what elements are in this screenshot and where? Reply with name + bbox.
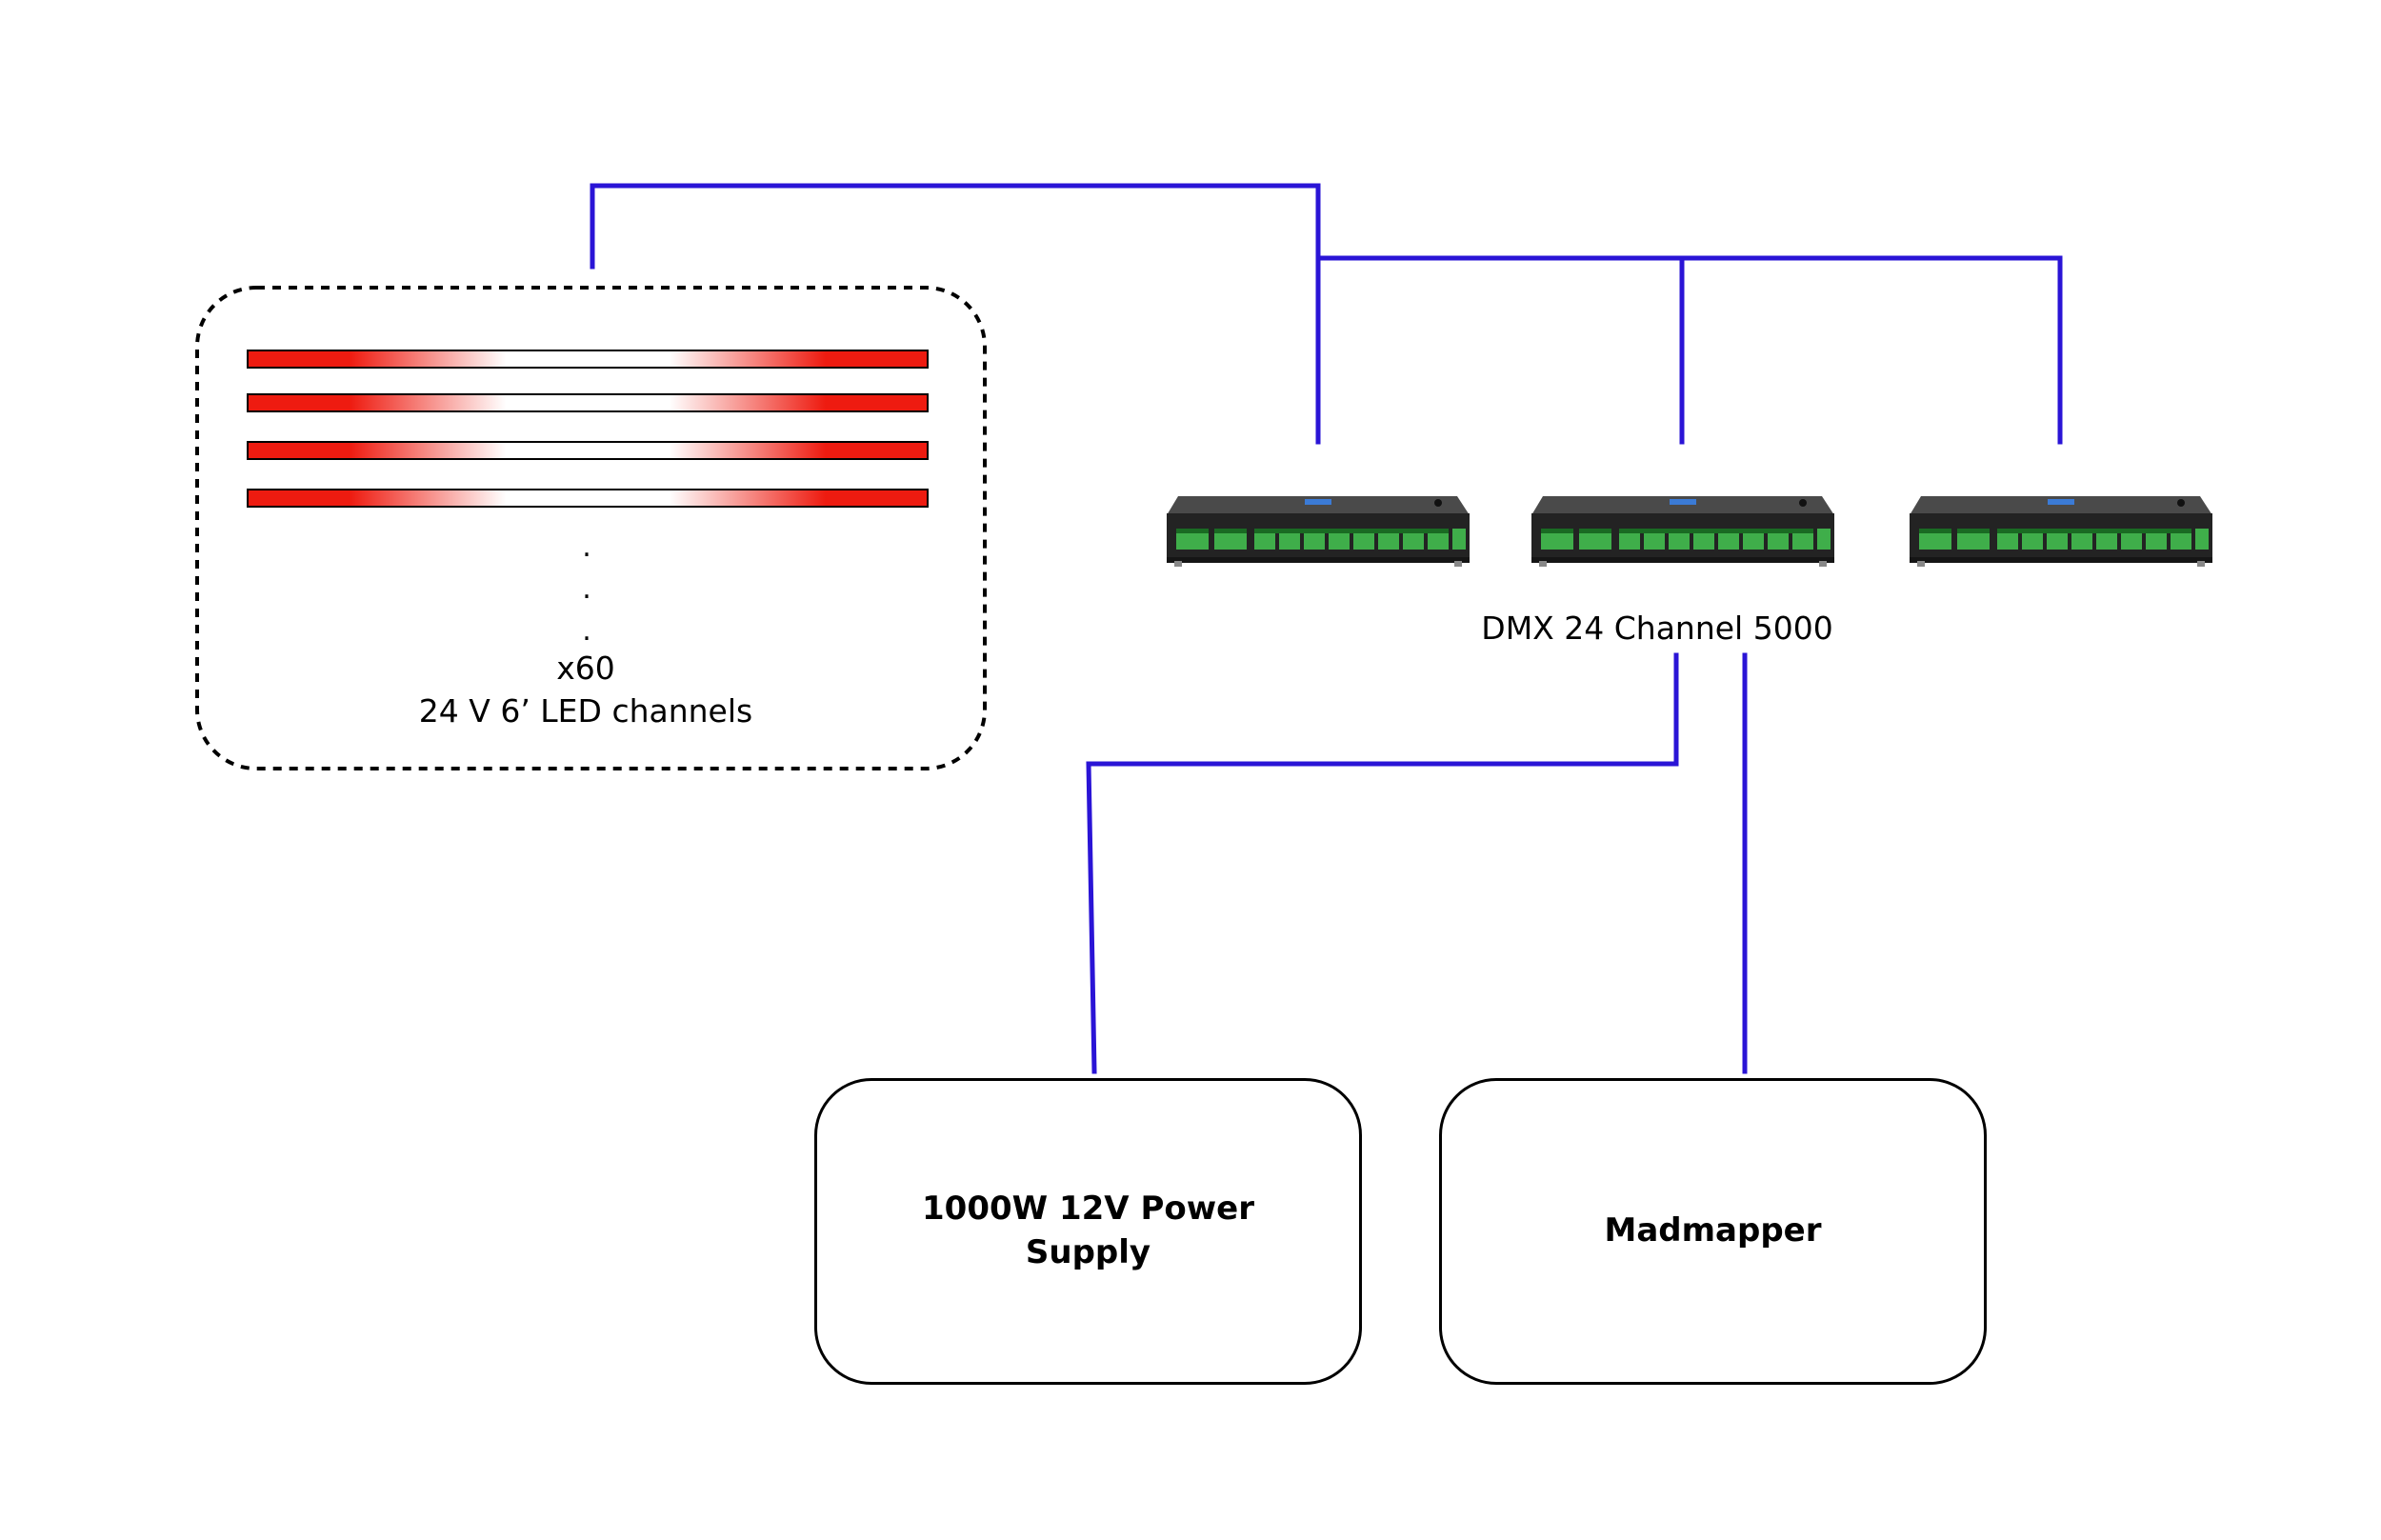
- power-supply-label-line1: 1000W 12V Power: [922, 1190, 1254, 1229]
- ellipsis-dot: .: [582, 614, 591, 648]
- led-strips: [247, 350, 929, 508]
- ellipsis-dot: .: [582, 530, 591, 564]
- dmx-unit-3: [1910, 496, 2212, 567]
- wires: [590, 183, 2063, 1074]
- madmapper-label: Madmapper: [1604, 1211, 1822, 1250]
- power-supply-box: 1000W 12V Power Supply: [814, 1078, 1362, 1385]
- led-description-label: 24 V 6’ LED channels: [418, 691, 753, 730]
- dmx-unit-2: [1531, 496, 1834, 567]
- led-strip: [247, 441, 929, 460]
- led-strip: [247, 350, 929, 369]
- ellipsis-dot: .: [582, 572, 591, 606]
- wire-bus: [1315, 255, 2063, 445]
- wire-led-to-bus: [590, 183, 1321, 445]
- madmapper-box: Madmapper: [1439, 1078, 1987, 1385]
- dmx-unit-1: [1167, 496, 1470, 567]
- power-supply-label-line2: Supply: [1025, 1233, 1151, 1271]
- led-strip: [247, 489, 929, 508]
- led-strip: [247, 393, 929, 412]
- power-supply-label: 1000W 12V Power Supply: [922, 1188, 1254, 1275]
- dmx-caption: DMX 24 Channel 5000: [1481, 610, 1833, 647]
- led-count-label: x60: [556, 650, 615, 687]
- wire-dmx-to-psu: [1086, 652, 1679, 1074]
- led-group-boundary: [195, 286, 987, 770]
- led-group-caption: x60 24 V 6’ LED channels: [195, 648, 976, 732]
